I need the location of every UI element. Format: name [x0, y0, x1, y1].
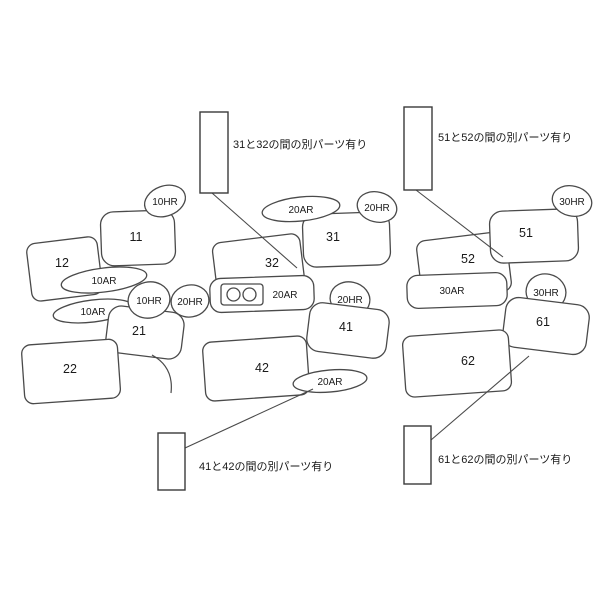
armrest-30ar-label: 30AR	[439, 286, 464, 297]
leader-line-51-52	[415, 189, 504, 258]
leader-line-61-62	[430, 355, 530, 441]
annotations: 31と32の間の別パーツ有り 51と52の間の別パーツ有り 41と42の間の別パ…	[157, 106, 572, 491]
armrest-20ar-bottom-shape	[292, 368, 368, 394]
headrest-20hr-top-label: 20HR	[364, 203, 390, 214]
cushion-62-shape	[401, 329, 513, 398]
cushion-21-side-flap	[151, 354, 172, 394]
seat-back-11-shape	[99, 209, 177, 267]
cushion-21-label: 21	[132, 324, 146, 338]
headrest-20hr-left-label: 20HR	[177, 297, 203, 308]
third-row-group: 30HR 51 52 30AR 30HR 61 62	[401, 185, 593, 398]
cushion-42-label: 42	[255, 361, 269, 375]
cushion-22-label: 22	[63, 362, 77, 376]
note-text-41-42: 41と42の間の別パーツ有り	[199, 459, 333, 473]
leader-line-31-32	[211, 192, 298, 269]
cup-holder-left	[226, 287, 241, 302]
second-row-group: 20AR 20HR 31 32 20AR 20HR 20HR 41 42 20A…	[170, 191, 398, 402]
cushion-61-label: 61	[536, 315, 550, 329]
headrest-30hr-top-shape	[551, 185, 593, 217]
armrest-20ar-center-label: 20AR	[272, 290, 297, 301]
headrest-30hr-top-label: 30HR	[559, 197, 585, 208]
cushion-41-shape	[306, 302, 390, 359]
armrest-10ar-upper-shape	[60, 266, 148, 294]
headrest-20hr-right-label: 20HR	[337, 295, 363, 306]
headrest-10hr-mid-label: 10HR	[136, 296, 162, 307]
note-text-61-62: 61と62の間の別パーツ有り	[438, 452, 572, 466]
armrest-20ar-bottom-label: 20AR	[317, 377, 342, 388]
note-box-51-52	[403, 106, 433, 191]
cushion-62-label: 62	[461, 354, 475, 368]
note-text-31-32: 31と32の間の別パーツ有り	[233, 137, 367, 151]
seat-back-51-label: 51	[519, 226, 533, 240]
cushion-22-shape	[21, 338, 122, 405]
headrest-20hr-left-shape	[170, 284, 210, 318]
armrest-10ar-upper-label: 10AR	[91, 276, 116, 287]
headrest-20hr-top-shape	[356, 191, 398, 223]
armrest-10ar-lower-label: 10AR	[80, 307, 105, 318]
cup-holder-right	[242, 287, 257, 302]
headrest-10hr-top-shape	[143, 184, 187, 218]
cushion-42-shape	[202, 335, 311, 402]
leader-line-41-42	[184, 388, 314, 449]
headrest-30hr-mid-label: 30HR	[533, 288, 559, 299]
armrest-30ar-shape	[406, 271, 508, 310]
note-box-31-32	[199, 111, 229, 194]
front-seats-group: 10HR 11 12 10AR 10AR 10HR 21 22	[21, 184, 187, 405]
note-box-41-42	[157, 432, 186, 491]
headrest-10hr-mid-shape	[127, 281, 171, 319]
seat-back-11-label: 11	[130, 230, 143, 244]
cushion-41-label: 41	[339, 320, 353, 334]
armrest-20ar-top-shape	[261, 195, 341, 223]
note-text-51-52: 51と52の間の別パーツ有り	[438, 130, 572, 144]
armrest-20ar-top-label: 20AR	[288, 205, 313, 216]
seat-back-31-shape	[301, 211, 392, 268]
note-box-61-62	[403, 425, 432, 485]
seat-back-31-label: 31	[326, 230, 340, 244]
seat-back-51-shape	[488, 208, 580, 264]
seat-back-32-label: 32	[265, 256, 279, 270]
seat-back-52-label: 52	[461, 252, 475, 266]
seat-back-12-label: 12	[55, 256, 69, 270]
cushion-61-shape	[502, 296, 590, 356]
headrest-10hr-top-label: 10HR	[152, 197, 178, 208]
